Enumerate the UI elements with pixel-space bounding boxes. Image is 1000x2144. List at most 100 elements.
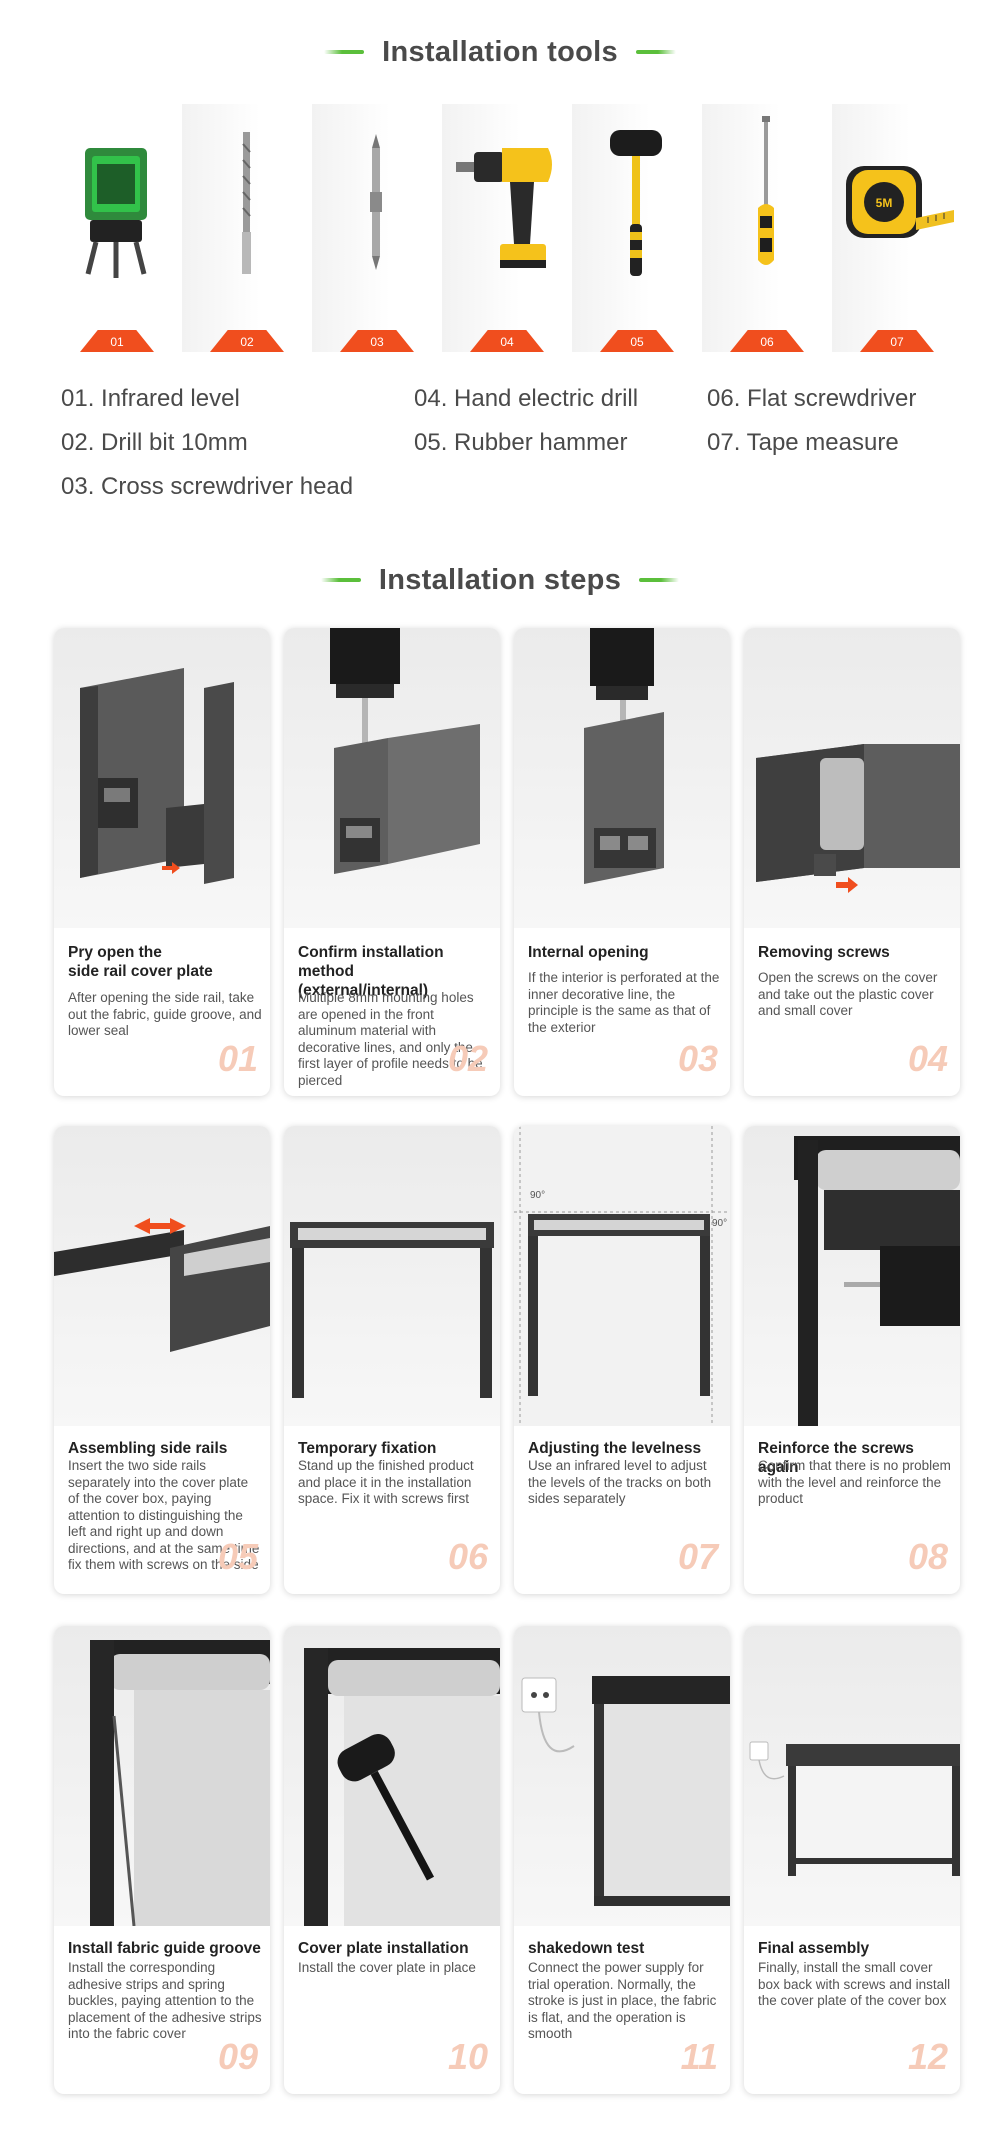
- step-desc-1: After opening the side rail, take out th…: [68, 990, 262, 1038]
- step-image-12: [744, 1626, 960, 1926]
- angle-label-top: 90°: [530, 1190, 545, 1201]
- tool-list-col-2: 04. Hand electric drill 05. Rubber hamme…: [414, 384, 638, 472]
- step-card-10: Cover plate installation Install the cov…: [284, 1626, 500, 2094]
- tape-brand-label: 5M: [876, 196, 893, 210]
- tool-card-6: 06: [702, 104, 832, 352]
- tool-list-item: 04. Hand electric drill: [414, 385, 639, 412]
- step-image-9: [54, 1626, 270, 1926]
- screwdriver-bit-icon: [370, 134, 382, 270]
- tool-card-1: 01: [52, 104, 182, 352]
- tool-tag-6: 06: [730, 330, 804, 352]
- tool-tag-4: 04: [470, 330, 544, 352]
- step-number-11: 11: [680, 2036, 718, 2077]
- electric-drill-icon: [456, 148, 552, 268]
- step-desc-12: Finally, install the small cover box bac…: [758, 1960, 951, 2008]
- rubber-hammer-icon: [610, 130, 662, 276]
- step-title-6: Temporary fixation: [298, 1440, 437, 1457]
- tools-gallery: 01 02 03 04: [52, 104, 962, 352]
- step-card-1: Pry open the side rail cover plate After…: [54, 628, 270, 1096]
- step-desc-2: Multiple 8mm mounting holes are opened i…: [298, 990, 483, 1088]
- step-number-9: 09: [217, 2036, 258, 2077]
- step-desc-7: Use an infrared level to adjust the leve…: [528, 1458, 712, 1506]
- step-number-5: 05: [217, 1536, 258, 1577]
- title-dash-right: [639, 578, 680, 582]
- step-image-10: [284, 1626, 500, 1926]
- step-card-7: 90° 90° Adjusting the levelness Use an i…: [514, 1126, 730, 1594]
- step-image-7: 90° 90°: [514, 1126, 730, 1426]
- step-image-2: [284, 628, 500, 928]
- step-image-4: [744, 628, 960, 928]
- step-number-7: 07: [677, 1536, 718, 1577]
- step-title-2: Confirm installation method (external/in…: [298, 944, 444, 999]
- step-number-10: 10: [447, 2036, 488, 2077]
- title-dash-left: [320, 578, 361, 582]
- step-card-2: Confirm installation method (external/in…: [284, 628, 500, 1096]
- step-desc-9: Install the corresponding adhesive strip…: [68, 1960, 262, 2041]
- tool-tag-2: 02: [210, 330, 284, 352]
- step-title-5: Assembling side rails: [68, 1440, 228, 1457]
- step-title-10: Cover plate installation: [298, 1940, 469, 1957]
- tool-card-2: 02: [182, 104, 312, 352]
- step-image-1: [54, 628, 270, 928]
- step-number-8: 08: [907, 1536, 948, 1577]
- tool-list-item: 05. Rubber hammer: [414, 429, 628, 456]
- step-image-6: [284, 1126, 500, 1426]
- tool-list-col-1: 01. Infrared level 02. Drill bit 10mm 03…: [61, 384, 353, 516]
- step-number-2: 02: [447, 1038, 488, 1079]
- step-image-11: [514, 1626, 730, 1926]
- step-title-9: Install fabric guide groove: [68, 1940, 261, 1957]
- step-title-3: Internal opening: [528, 944, 649, 961]
- tool-list-item: 07. Tape measure: [707, 429, 899, 456]
- step-desc-4: Open the screws on the cover and take ou…: [758, 970, 938, 1018]
- step-title-8: Reinforce the screws again: [758, 1440, 914, 1476]
- steps-section-header: Installation steps: [0, 558, 1000, 602]
- tool-list-col-3: 06. Flat screwdriver 07. Tape measure: [707, 384, 916, 472]
- tool-tag-7: 07: [860, 330, 934, 352]
- drill-bit-icon: [242, 132, 251, 274]
- tool-tag-1: 01: [80, 330, 154, 352]
- title-dash-left: [324, 50, 365, 54]
- step-card-6: Temporary fixation Stand up the finished…: [284, 1126, 500, 1594]
- step-image-3: [514, 628, 730, 928]
- tool-list-item: 01. Infrared level: [61, 385, 240, 412]
- step-desc-10: Install the cover plate in place: [298, 1960, 476, 1975]
- tool-card-5: 05: [572, 104, 702, 352]
- tool-tag-5: 05: [600, 330, 674, 352]
- step-number-12: 12: [907, 2036, 948, 2077]
- step-desc-6: Stand up the finished product and place …: [298, 1458, 474, 1506]
- step-number-3: 03: [677, 1038, 718, 1079]
- step-card-12: Final assembly Finally, install the smal…: [744, 1626, 960, 2094]
- tools-section-header: Installation tools: [0, 30, 1000, 74]
- tool-card-7: 5M 07: [832, 104, 962, 352]
- angle-label-side: 90°: [712, 1218, 727, 1229]
- step-image-8: [744, 1126, 960, 1426]
- tape-measure-icon: 5M: [846, 166, 954, 238]
- step-card-9: Install fabric guide groove Install the …: [54, 1626, 270, 2094]
- tool-list-item: 06. Flat screwdriver: [707, 385, 917, 412]
- tool-card-4: 04: [442, 104, 572, 352]
- steps-section-title: Installation steps: [378, 563, 622, 596]
- step-desc-5: Insert the two side rails separately int…: [68, 1458, 260, 1572]
- step-number-6: 06: [447, 1536, 488, 1577]
- step-card-11: shakedown test Connect the power supply …: [514, 1626, 730, 2094]
- step-card-8: Reinforce the screws again Confirm that …: [744, 1126, 960, 1594]
- step-number-4: 04: [907, 1038, 948, 1079]
- tool-card-3: 03: [312, 104, 442, 352]
- tool-list-item: 02. Drill bit 10mm: [61, 429, 248, 456]
- tools-section-title: Installation tools: [382, 35, 618, 68]
- step-title-11: shakedown test: [528, 1940, 645, 1957]
- step-desc-11: Connect the power supply for trial opera…: [528, 1960, 717, 2041]
- infrared-level-icon: [85, 148, 147, 278]
- step-desc-8: Confirm that there is no problem with th…: [758, 1458, 951, 1506]
- step-title-7: Adjusting the levelness: [528, 1440, 702, 1457]
- step-title-12: Final assembly: [758, 1940, 870, 1957]
- tool-list-item: 03. Cross screwdriver head: [61, 473, 354, 500]
- step-image-5: [54, 1126, 270, 1426]
- step-number-1: 01: [217, 1038, 258, 1079]
- step-desc-3: If the interior is perforated at the inn…: [528, 970, 720, 1035]
- step-card-3: Internal opening If the interior is perf…: [514, 628, 730, 1096]
- step-title-4: Removing screws: [758, 944, 890, 961]
- step-card-5: Assembling side rails Insert the two sid…: [54, 1126, 270, 1594]
- step-title-1: Pry open the side rail cover plate: [68, 944, 213, 980]
- title-dash-right: [635, 50, 676, 54]
